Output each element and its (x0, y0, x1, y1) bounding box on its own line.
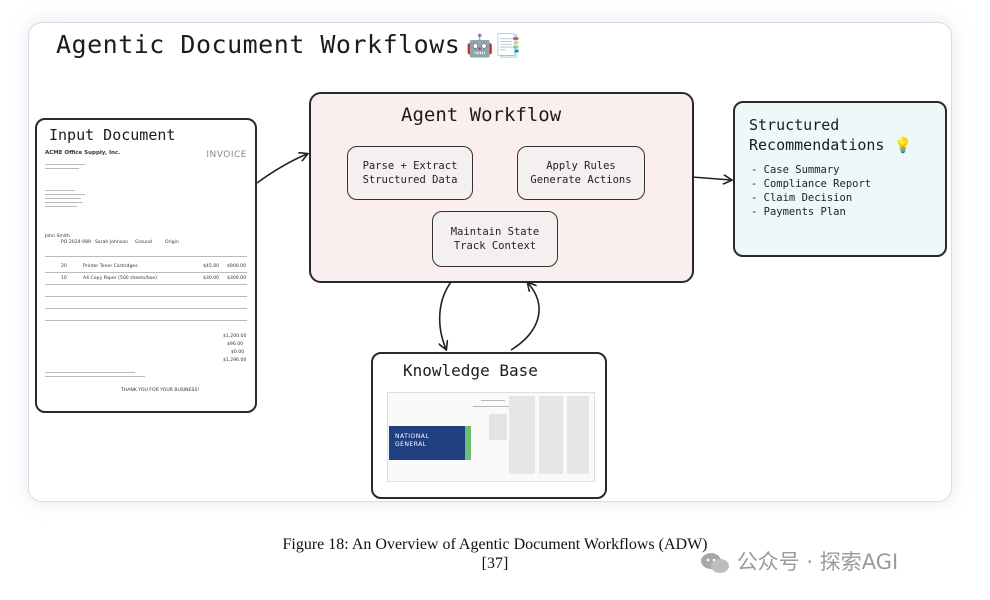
watermark-text: 公众号 · 探索AGI (736, 550, 899, 574)
invoice-salesperson: John Smith (45, 234, 70, 239)
invoice-company: ACME Office Supply, Inc. (45, 150, 121, 156)
invoice-po: PO 2024-089 (61, 240, 91, 245)
parse-extract-step: Parse + Extract Structured Data (347, 146, 473, 200)
step2-line2: Generate Actions (530, 174, 632, 186)
recommendations-title: Structured Recommendations 💡 (749, 115, 912, 155)
step3-line1: Maintain State (450, 226, 540, 238)
invoice-table-rule (45, 320, 247, 321)
invoice-table-rule (45, 308, 247, 309)
invoice-label: INVOICE (206, 150, 247, 160)
invoice-note-line (45, 372, 135, 373)
invoice-table-rule (45, 296, 247, 297)
knowledge-to-agent-arrow (510, 283, 540, 351)
recommendations-box: Structured Recommendations 💡 - Case Summ… (733, 101, 947, 257)
title-text: Agentic Document Workflows (56, 30, 461, 59)
invoice-row2-desc: A4 Copy Paper (500 sheets/box) (83, 276, 157, 281)
cover-accent (465, 426, 471, 460)
step1-line2: Structured Data (362, 174, 458, 186)
invoice-billto-line (45, 194, 85, 195)
brand-line2: GENERAL (395, 441, 427, 448)
national-general-cover: NATIONAL GENERAL (389, 426, 465, 460)
invoice-row1-price: $45.00 (203, 264, 220, 269)
recommendations-list: - Case Summary - Compliance Report - Cla… (751, 163, 871, 219)
recommendations-title-line2: Recommendations (749, 136, 885, 154)
doc-text-line (481, 400, 505, 401)
doc-text-block (509, 396, 535, 474)
doc-text-line (473, 406, 513, 407)
invoice-billto-line (45, 190, 75, 191)
recommendation-item: - Compliance Report (751, 178, 872, 190)
agent-to-knowledge-arrow (440, 281, 452, 349)
knowledge-base-box: Knowledge Base NATIONAL GENERAL (371, 352, 607, 499)
wechat-icon (701, 553, 729, 573)
recommendations-title-line1: Structured (749, 116, 840, 134)
agent-to-recommendations-arrow (691, 177, 731, 180)
invoice-thumbnail: ACME Office Supply, Inc. INVOICE John Sm… (43, 150, 249, 405)
recommendation-item: - Case Summary (751, 164, 840, 176)
invoice-row1-qty: 20 (61, 264, 67, 269)
recommendation-item: - Payments Plan (751, 206, 846, 218)
robot-document-icon: 🤖📑 (466, 34, 523, 59)
invoice-billto-line (45, 198, 81, 199)
agent-workflow-title: Agent Workflow (401, 104, 562, 126)
figure-caption: Figure 18: An Overview of Agentic Docume… (0, 535, 990, 573)
knowledge-base-title: Knowledge Base (403, 361, 538, 380)
invoice-row2-price: $30.00 (203, 276, 220, 281)
invoice-shipped-via: Ground (135, 240, 152, 245)
invoice-table-rule (45, 272, 247, 273)
invoice-table-rule (45, 256, 247, 257)
step2-line1: Apply Rules (546, 160, 616, 172)
invoice-note-line (45, 376, 145, 377)
invoice-sales-tax: $96.00 (227, 342, 244, 347)
caption-line2: [37] (481, 555, 509, 572)
doc-text-block (567, 396, 589, 474)
input-to-agent-arrow (256, 154, 307, 184)
invoice-table-rule (45, 284, 247, 285)
recommendation-item: - Claim Decision (751, 192, 853, 204)
apply-rules-step: Apply Rules Generate Actions (517, 146, 645, 200)
invoice-row1-total: $900.00 (227, 264, 246, 269)
step3-line2: Track Context (453, 240, 537, 252)
invoice-address-line (45, 164, 85, 165)
agent-workflow-box: Agent Workflow Parse + Extract Structure… (309, 92, 694, 283)
invoice-address-line (45, 168, 79, 169)
doc-text-block (489, 414, 507, 440)
invoice-shipping: $0.00 (231, 350, 245, 355)
caption-line1: Figure 18: An Overview of Agentic Docume… (282, 536, 708, 553)
invoice-thanks: THANK YOU FOR YOUR BUSINESS! (121, 388, 200, 393)
invoice-row2-qty: 10 (61, 276, 67, 281)
invoice-billto-line (45, 206, 77, 207)
invoice-total-due: $1,296.00 (223, 358, 247, 363)
doc-text-block (539, 396, 563, 474)
step1-line1: Parse + Extract (362, 160, 458, 172)
invoice-row2-total: $300.00 (227, 276, 246, 281)
watermark: 公众号 · 探索AGI (700, 546, 898, 576)
invoice-subtotal: $1,200.00 (223, 334, 247, 339)
invoice-billto-line (45, 202, 83, 203)
lightbulb-icon: 💡 (893, 136, 913, 154)
invoice-row1-desc: Printer Toner Cartridges (83, 264, 138, 269)
invoice-terms: Origin (165, 240, 179, 245)
brand-line1: NATIONAL (395, 433, 430, 440)
input-document-title: Input Document (49, 126, 176, 144)
input-document-box: Input Document ACME Office Supply, Inc. … (35, 118, 257, 413)
invoice-requisitioner: Sarah Johnson (95, 240, 128, 245)
diagram-title: Agentic Document Workflows🤖📑 (56, 30, 522, 59)
maintain-state-step: Maintain State Track Context (432, 211, 558, 267)
